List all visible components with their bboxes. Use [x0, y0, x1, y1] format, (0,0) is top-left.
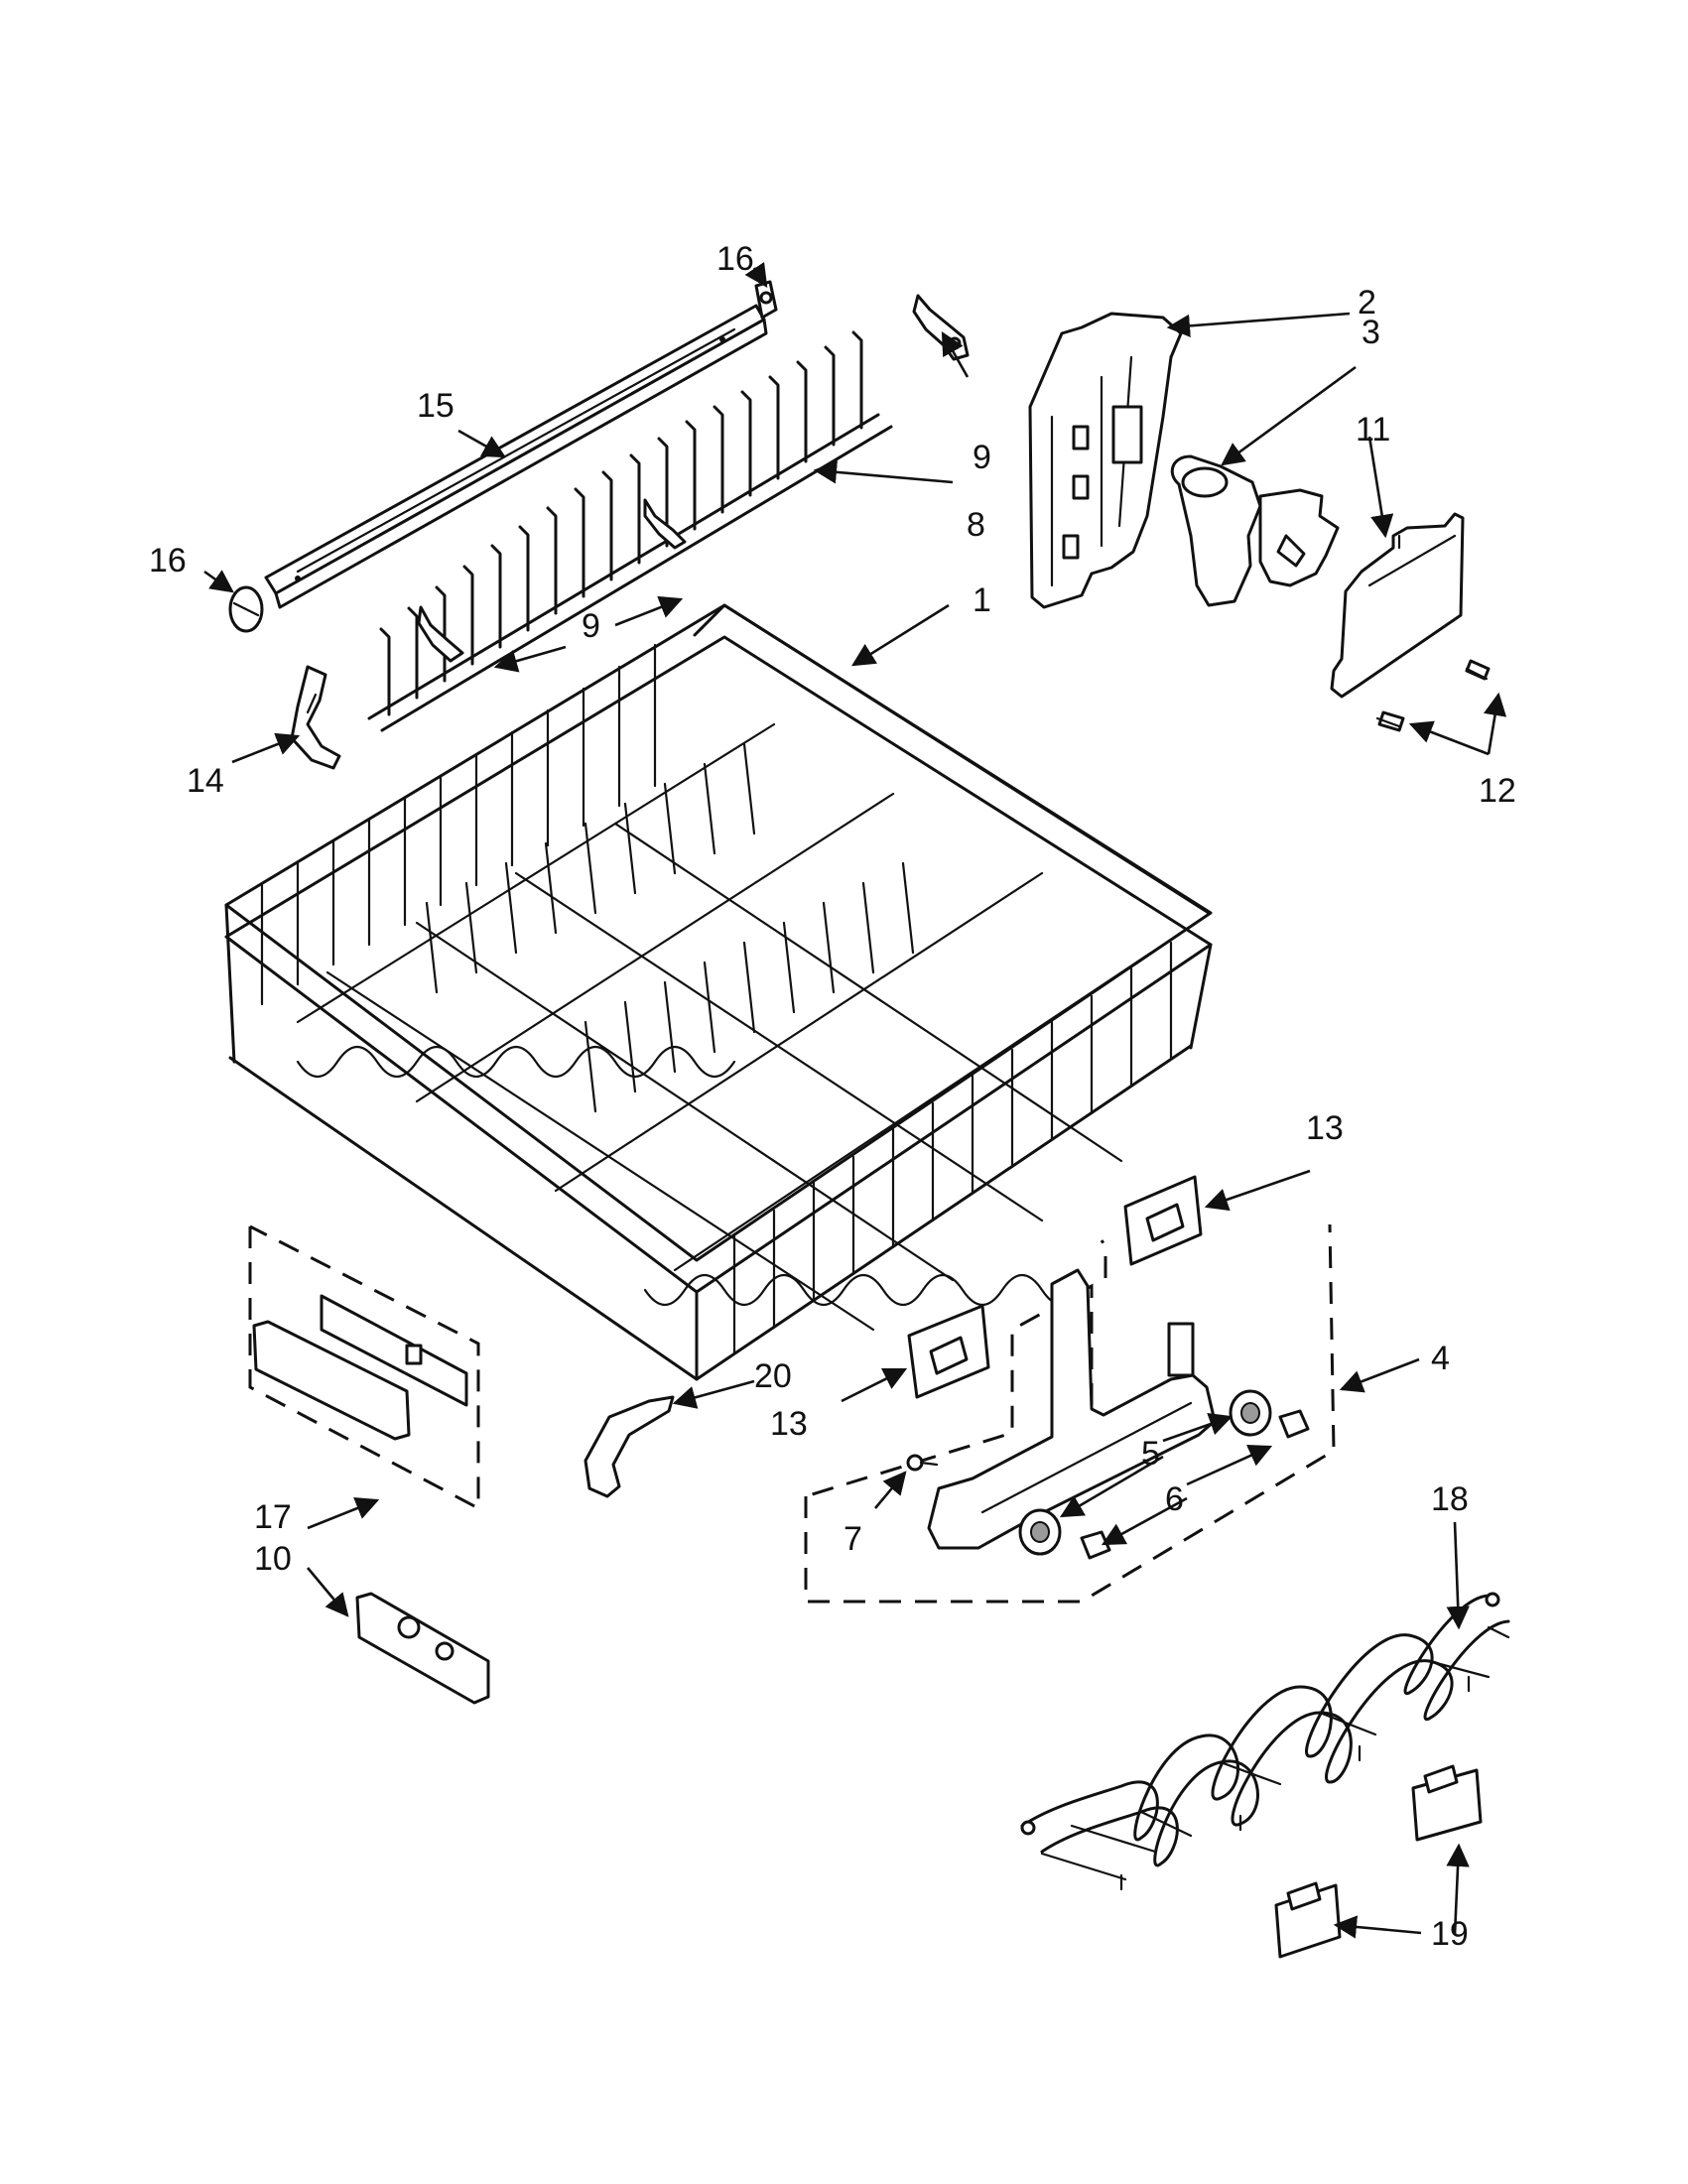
part-12-screw-a [1465, 659, 1491, 681]
part-18-lower-wire-rail [1020, 1592, 1510, 1891]
part-13-clip-right [1123, 1175, 1203, 1266]
part-20-clip [584, 1395, 675, 1498]
leader-9-right [614, 595, 684, 627]
callout-18: 18 [1431, 1480, 1469, 1518]
callout-9-upper: 9 [973, 439, 991, 476]
callout-3: 3 [1362, 314, 1380, 351]
leader-18 [1446, 1521, 1470, 1630]
part-11-cover [1330, 512, 1465, 699]
leader-9-left [493, 645, 567, 673]
callout-16-top: 16 [716, 240, 754, 278]
leader-9-upper [941, 330, 970, 378]
callout-12: 12 [1479, 772, 1516, 810]
callout-14: 14 [187, 762, 224, 800]
leader-6-left [1101, 1496, 1188, 1546]
leader-2 [1166, 312, 1351, 338]
leader-16-left [203, 570, 234, 593]
callout-11: 11 [1356, 411, 1390, 449]
part-12-screw-b [1375, 710, 1405, 732]
leader-14 [231, 732, 301, 764]
callout-7: 7 [844, 1520, 862, 1558]
part-13-clip-left [907, 1304, 990, 1399]
part-16-end-cap-right [754, 280, 778, 320]
leader-5-left [1059, 1455, 1164, 1518]
callout-13-right: 13 [1306, 1109, 1344, 1147]
callout-1: 1 [973, 581, 991, 619]
callout-15: 15 [417, 387, 454, 425]
part-4-rail-assembly [804, 1223, 1336, 1604]
leader-11 [1367, 436, 1394, 539]
part-17-handle-assembly [248, 1224, 480, 1511]
part-15-rack-rail [264, 304, 768, 609]
leader-16-top [744, 261, 768, 288]
callout-4: 4 [1431, 1340, 1450, 1377]
leader-15 [457, 429, 507, 458]
part-19-clip-lower [1274, 1881, 1342, 1959]
part-6-axle-left [1080, 1530, 1111, 1560]
leader-19-lower [1333, 1915, 1422, 1939]
leader-20 [672, 1379, 755, 1409]
part-8-tine-row [367, 330, 893, 732]
part-16-end-cap-left [228, 585, 264, 633]
leader-7 [874, 1471, 907, 1509]
leader-lines [203, 261, 1507, 1939]
part-3-adjuster-handle [1170, 454, 1340, 607]
callout-16-left: 16 [149, 542, 187, 579]
leader-5-right [1162, 1412, 1234, 1443]
leader-17 [307, 1496, 380, 1530]
leader-6-right [1186, 1445, 1273, 1486]
callout-9-lower: 9 [582, 607, 600, 645]
part-5-wheel-right [1229, 1389, 1272, 1437]
leader-8 [813, 460, 954, 484]
callout-5: 5 [1141, 1435, 1160, 1473]
part-5-wheel-left [1018, 1508, 1062, 1556]
part-9-clip-upper [912, 294, 970, 361]
part-7-screw [906, 1454, 939, 1472]
callout-8: 8 [967, 506, 985, 544]
part-19-clip-upper [1411, 1764, 1483, 1842]
leader-12b [1408, 720, 1490, 756]
leader-13-right [1204, 1169, 1311, 1212]
callout-20: 20 [754, 1357, 792, 1395]
part-2-adjuster-housing [1028, 312, 1183, 609]
callout-2: 2 [1358, 284, 1376, 321]
callout-13-left: 13 [770, 1405, 808, 1443]
part-1-upper-rack [224, 603, 1213, 1381]
part-6-axle-right [1278, 1409, 1310, 1439]
part-14-rack-stop [290, 665, 341, 770]
leader-3 [1221, 365, 1357, 466]
callout-10: 10 [254, 1540, 292, 1578]
leader-19-upper [1446, 1843, 1470, 1936]
callout-labels: 16 2 3 11 15 9 8 1 16 9 14 12 13 20 13 4… [149, 240, 1516, 1953]
leader-13-left [841, 1367, 908, 1403]
leader-4 [1339, 1357, 1420, 1393]
leader-1 [851, 603, 950, 667]
callout-17: 17 [254, 1498, 292, 1536]
part-9-clip-on-tines [417, 498, 687, 663]
leader-12a [1483, 692, 1507, 755]
callout-6: 6 [1165, 1480, 1184, 1518]
callout-19: 19 [1431, 1915, 1469, 1953]
part-10-latch [355, 1592, 490, 1705]
leader-10 [307, 1567, 349, 1617]
